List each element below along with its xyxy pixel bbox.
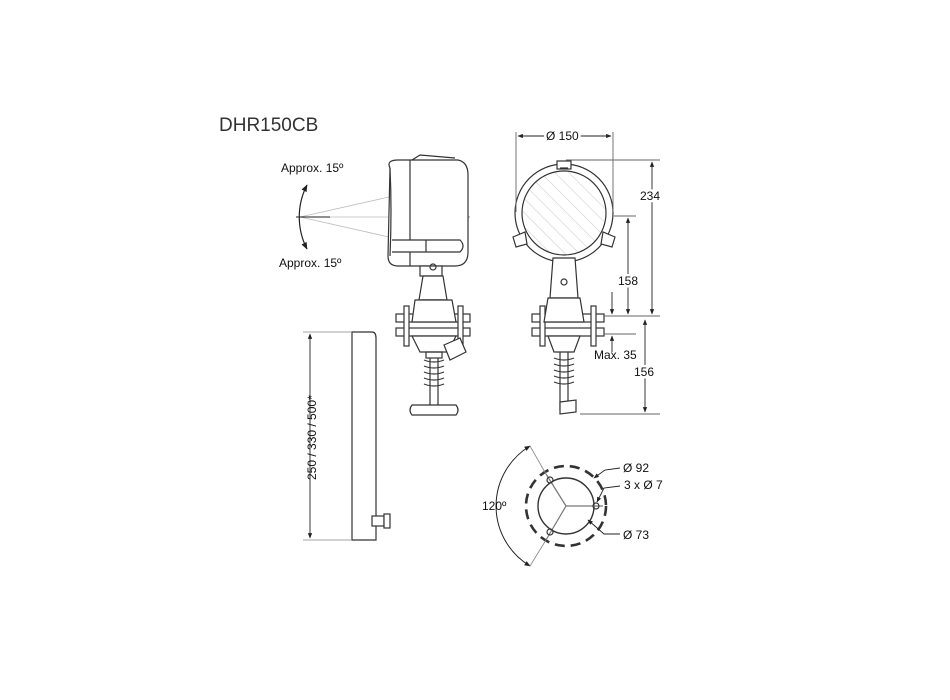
extension-pole <box>303 331 391 541</box>
bolt-circle <box>524 464 608 548</box>
height-axis-label: 158 <box>618 274 638 288</box>
front-dimensions <box>515 132 660 415</box>
pole-length-label: 250 / 330 / 500* <box>305 395 319 480</box>
handle-length-label: 156 <box>634 365 654 379</box>
height-total-label: 234 <box>640 189 660 203</box>
mounting-pattern <box>495 445 621 567</box>
center-diameter-label: Ø 73 <box>623 528 649 542</box>
side-spring <box>423 337 467 405</box>
product-title: DHR150CB <box>219 115 319 136</box>
lamp-housing <box>387 154 469 277</box>
mount-angle-arc <box>495 445 531 567</box>
side-t-handle <box>409 404 459 416</box>
side-view <box>296 154 471 416</box>
angle-lower-label: Approx. 15º <box>279 256 342 270</box>
mount-angle-label: 120º <box>482 499 507 513</box>
diameter-body-label: Ø 150 <box>546 129 579 143</box>
bolt-circle-label: Ø 92 <box>623 461 649 475</box>
front-view <box>512 160 616 415</box>
angle-upper-label: Approx. 15º <box>281 161 344 175</box>
max-base-label: Max. 35 <box>594 348 637 362</box>
lens-inner <box>521 170 607 256</box>
holes-label: 3 x Ø 7 <box>624 478 663 492</box>
